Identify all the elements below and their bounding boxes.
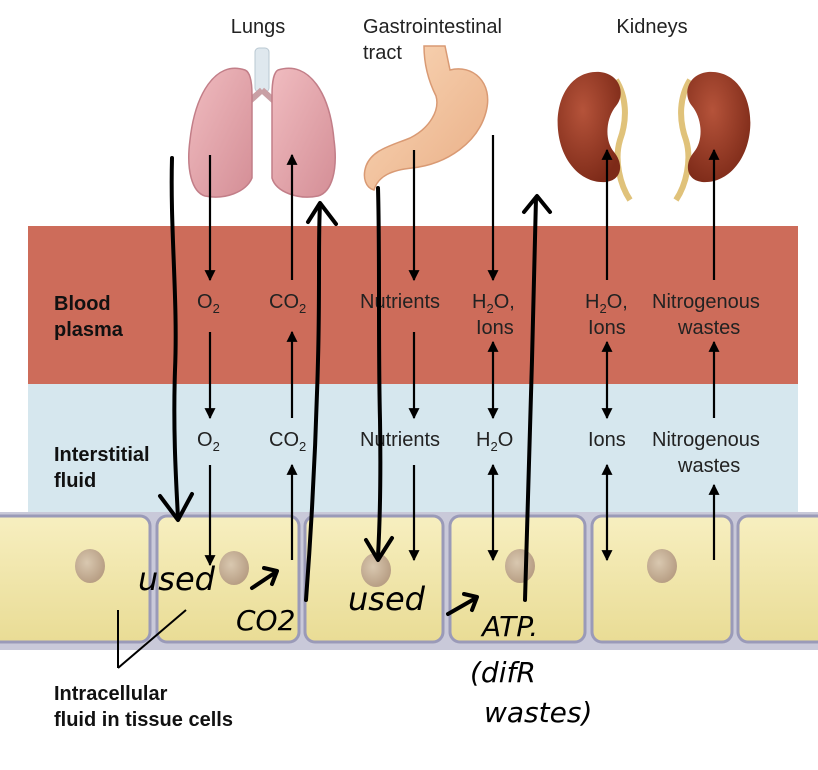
plasma-nitrogenous-line2: wastes bbox=[677, 317, 740, 339]
layer-label-intracellular-line2: fluid in tissue cells bbox=[54, 709, 233, 731]
handwritten-co2: CO2 bbox=[236, 604, 295, 637]
plasma-nitrogenous-line1: Nitrogenous bbox=[652, 291, 760, 313]
handwritten-arrow-nutrients-down bbox=[376, 186, 383, 558]
layer-label-intracellular-line1: Intracellular bbox=[54, 683, 168, 705]
handwritten-arrow-co2-up bbox=[304, 203, 322, 602]
cell-nucleus bbox=[75, 549, 105, 583]
kidneys-illustration bbox=[557, 71, 751, 202]
handwritten-arrowhead-co2 bbox=[306, 201, 338, 226]
plasma-h2o-label-b: H2O, bbox=[585, 291, 628, 316]
plasma-ions-label-a: Ions bbox=[476, 317, 514, 339]
cell-nucleus bbox=[219, 551, 249, 585]
interstitial-nitrogenous-line2: wastes bbox=[677, 455, 740, 477]
tissue-cells bbox=[0, 514, 818, 644]
organ-label-kidneys: Kidneys bbox=[616, 16, 687, 38]
organ-label-gi-line2: tract bbox=[363, 42, 402, 64]
stomach-illustration bbox=[363, 45, 489, 191]
cell-nucleus bbox=[361, 553, 391, 587]
interstitial-nutrients-label: Nutrients bbox=[360, 429, 440, 451]
cell-nucleus bbox=[647, 549, 677, 583]
layer-label-interstitial-line2: fluid bbox=[54, 470, 96, 492]
intracellular-leader-lines bbox=[117, 609, 187, 669]
plasma-co2-label: CO2 bbox=[269, 291, 306, 316]
interstitial-h2o-label: H2O bbox=[476, 429, 513, 454]
handwritten-arrow-o2-down bbox=[169, 156, 180, 520]
handwritten-used-2: used bbox=[348, 580, 426, 618]
interstitial-nitrogenous-line1: Nitrogenous bbox=[652, 429, 760, 451]
plasma-h2o-label-a: H2O, bbox=[472, 291, 515, 316]
plasma-ions-label-b: Ions bbox=[588, 317, 626, 339]
handwritten-small-arrowhead-1 bbox=[262, 566, 279, 586]
plasma-o2-label: O2 bbox=[197, 291, 220, 316]
cell-nucleus bbox=[505, 549, 535, 583]
handwritten-arrowhead-atp bbox=[522, 194, 552, 214]
organ-label-lungs: Lungs bbox=[231, 16, 286, 38]
plasma-substance-labels: O2 CO2 Nutrients H2O, Ions H2O, Ions Nit… bbox=[197, 291, 760, 339]
handwritten-used-1: used bbox=[138, 560, 216, 598]
tissue-cell bbox=[0, 514, 152, 644]
handwritten-small-arrow-2 bbox=[446, 596, 478, 616]
handwritten-arrow-atp-up bbox=[523, 196, 538, 602]
interstitial-co2-label: CO2 bbox=[269, 429, 306, 454]
handwritten-small-arrow-1 bbox=[250, 570, 278, 590]
handwritten-atp: ATP. bbox=[480, 610, 538, 643]
organ-label-gi-line1: Gastrointestinal bbox=[363, 16, 502, 38]
layer-label-plasma-line1: Blood bbox=[54, 293, 111, 315]
interstitial-ions-label: Ions bbox=[588, 429, 626, 451]
interstitial-o2-label: O2 bbox=[197, 429, 220, 454]
handwritten-arrowhead-nutrients bbox=[364, 536, 394, 562]
handwritten-wastes: wastes) bbox=[484, 696, 592, 729]
plasma-nutrients-label: Nutrients bbox=[360, 291, 440, 313]
handwritten-annotations bbox=[158, 156, 552, 616]
tissue-cell bbox=[736, 514, 818, 644]
handwritten-small-arrowhead-2 bbox=[462, 592, 479, 612]
layer-label-plasma-line2: plasma bbox=[54, 319, 124, 341]
handwritten-difr: (difR bbox=[470, 656, 536, 689]
layer-label-interstitial-line1: Interstitial bbox=[54, 444, 150, 466]
handwritten-arrowhead-o2 bbox=[158, 492, 194, 522]
exchange-arrows bbox=[204, 135, 720, 567]
